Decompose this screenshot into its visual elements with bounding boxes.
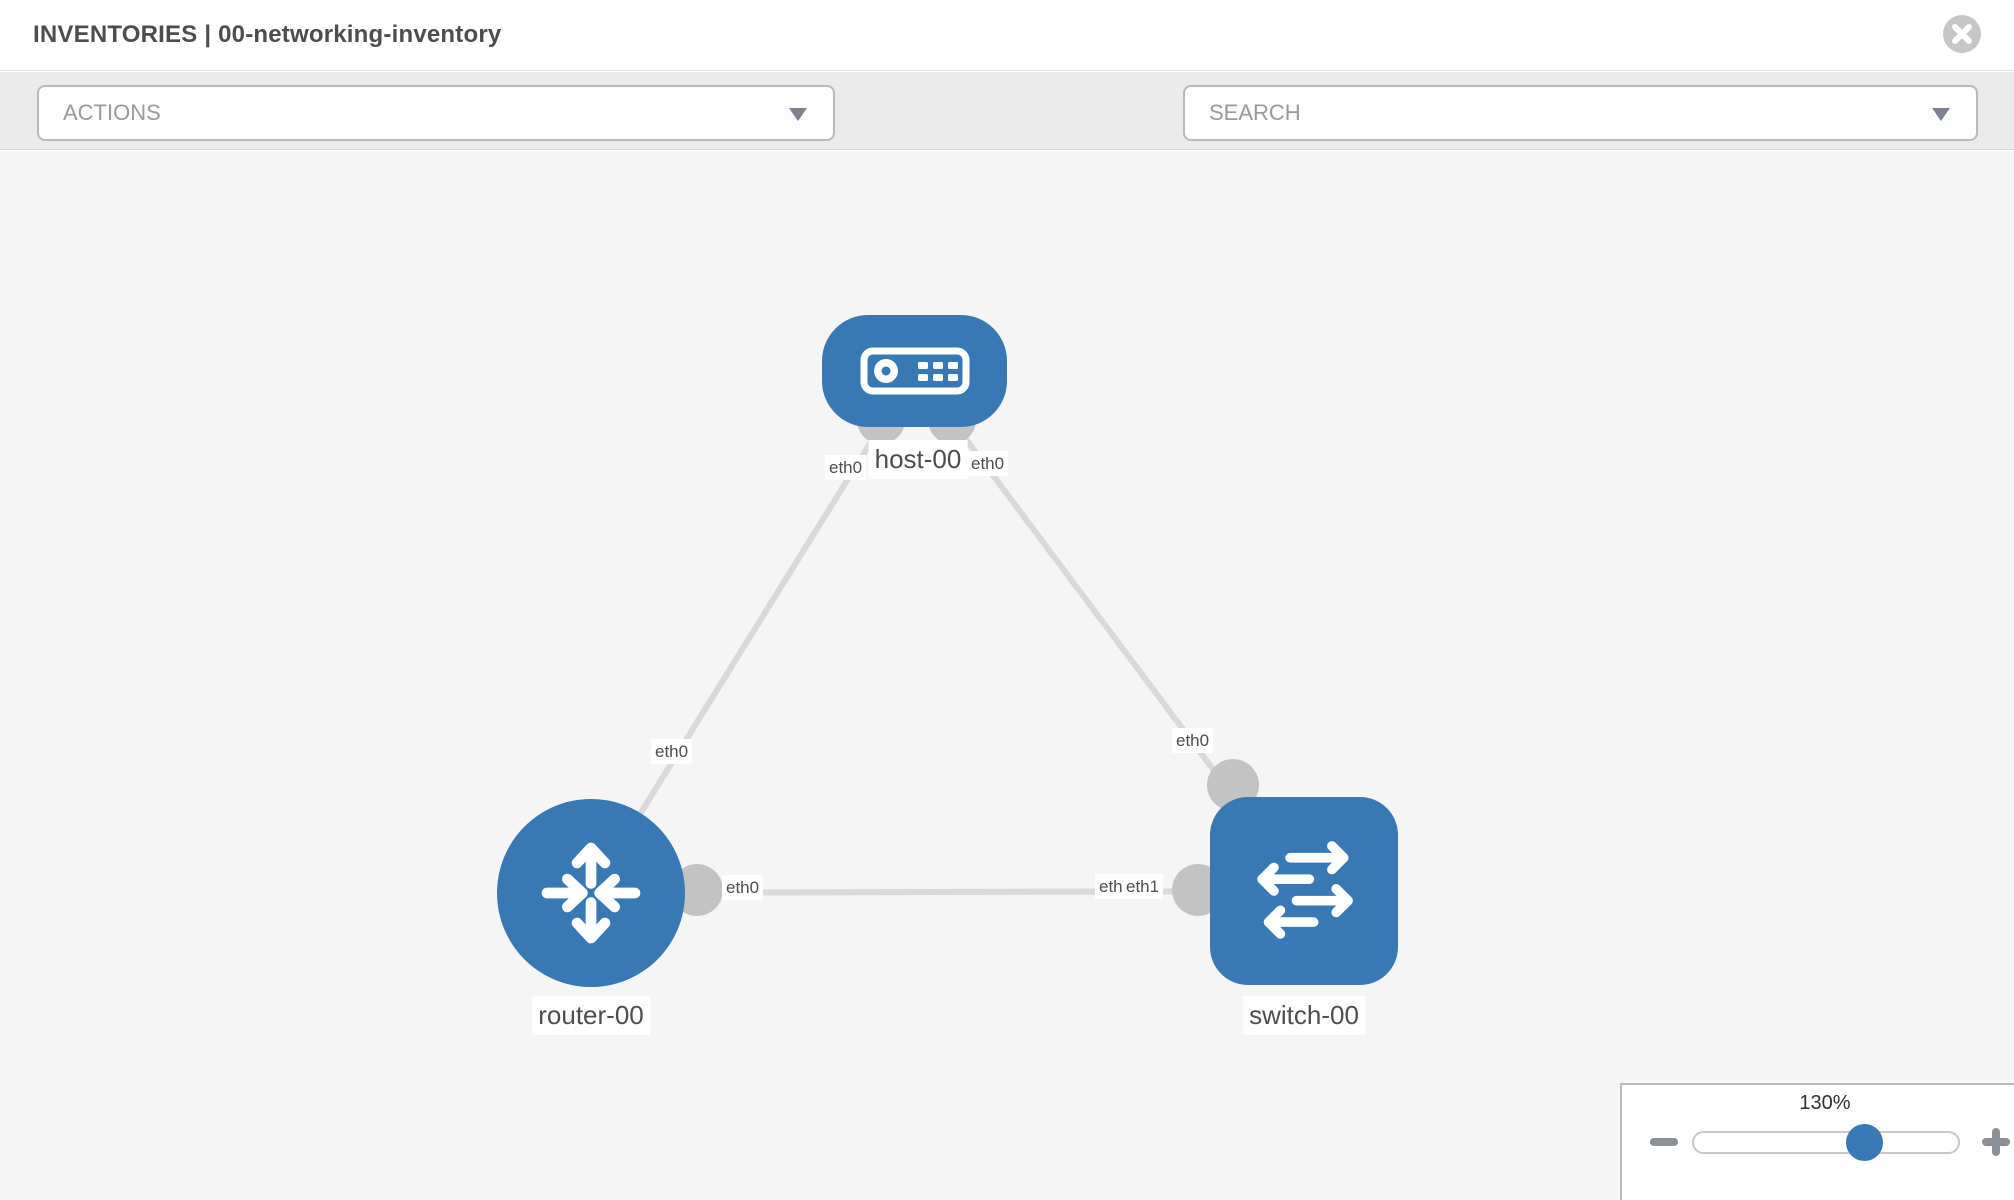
interface-label: eth0 — [722, 875, 764, 901]
node-router-00[interactable] — [497, 799, 685, 987]
server-icon — [860, 347, 969, 395]
chevron-down-icon — [789, 108, 807, 121]
node-host-00[interactable] — [822, 315, 1007, 427]
actions-dropdown[interactable]: ACTIONS — [37, 85, 835, 141]
search-dropdown[interactable]: SEARCH — [1183, 85, 1978, 141]
header: INVENTORIES | 00-networking-inventory — [0, 0, 2014, 71]
zoom-slider-track[interactable] — [1692, 1131, 1960, 1154]
search-dropdown-label: SEARCH — [1209, 100, 1301, 125]
switch-arrows-icon — [1257, 841, 1353, 939]
zoom-level-value: 130% — [1799, 1092, 1851, 1114]
interface-label: eth0 — [967, 451, 1009, 477]
interface-label: eth0 — [825, 455, 867, 481]
interface-label: eth1 — [1122, 874, 1164, 900]
close-icon[interactable] — [1943, 15, 1981, 53]
zoom-control-panel: 130% — [1620, 1083, 2014, 1200]
toolbar: ACTIONS SEARCH — [0, 72, 2014, 205]
node-switch-00[interactable] — [1210, 797, 1398, 985]
interface-label: eth0 — [1172, 728, 1214, 754]
zoom-slider-handle[interactable] — [1846, 1124, 1883, 1161]
node-label-switch: switch-00 — [1243, 996, 1365, 1035]
topology-canvas[interactable]: host-00 router-00 switch-00 eth0 eth0 et… — [0, 151, 2014, 1200]
page-title: INVENTORIES | 00-networking-inventory — [33, 21, 502, 48]
actions-dropdown-label: ACTIONS — [63, 100, 161, 125]
router-arrows-icon — [541, 842, 641, 944]
zoom-out-minus-icon[interactable] — [1650, 1138, 1678, 1146]
node-label-router: router-00 — [532, 996, 650, 1035]
chevron-down-icon — [1932, 108, 1950, 121]
interface-label: eth0 — [651, 739, 693, 765]
node-label-host: host-00 — [868, 440, 968, 479]
x-glyph — [1952, 24, 1972, 44]
zoom-in-plus-icon[interactable] — [1982, 1128, 2010, 1156]
links-layer — [588, 369, 1307, 916]
